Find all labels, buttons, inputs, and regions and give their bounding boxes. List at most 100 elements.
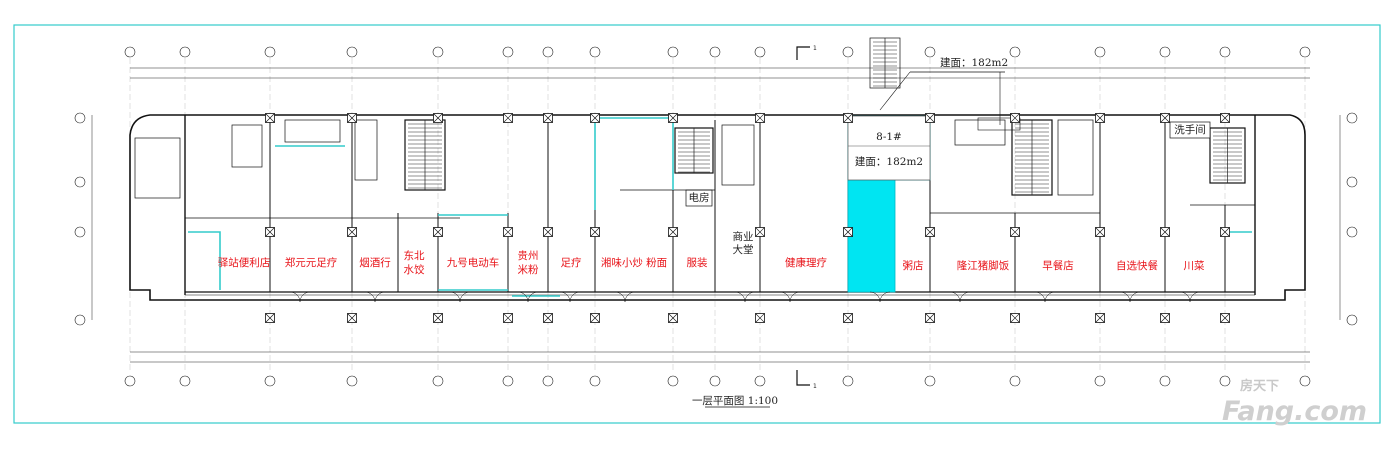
- door: [559, 291, 581, 303]
- shop-label-zhengyuanyuan: 郑元元足疗: [285, 256, 338, 269]
- column: [843, 113, 853, 123]
- column: [668, 113, 678, 123]
- column: [265, 227, 275, 237]
- lobby-label-2: 大堂: [733, 243, 754, 256]
- axis-bubble-left: [74, 314, 86, 326]
- axis-bubble-left: [74, 176, 86, 188]
- axis-bubble-bottom: [346, 375, 358, 387]
- column: [543, 227, 553, 237]
- axis-bubble-left: [74, 112, 86, 124]
- column: [503, 113, 513, 123]
- axis-bubble-bottom: [709, 375, 721, 387]
- axis-bubble-bottom: [502, 375, 514, 387]
- column: [543, 113, 553, 123]
- column: [668, 227, 678, 237]
- column: [503, 313, 513, 323]
- watermark: 房天下 Fang.com: [1222, 372, 1367, 427]
- axis-bubble-top: [502, 46, 514, 58]
- shop-label-guizhou: 贵州: [518, 249, 539, 262]
- axis-bubble-top: [667, 46, 679, 58]
- shop-label-guizhou: 米粉: [518, 263, 539, 276]
- unit-number: 8-1#: [876, 131, 902, 143]
- shop-label-chuancai: 川菜: [1184, 260, 1206, 272]
- axis-bubble-bottom: [754, 375, 766, 387]
- axis-bubble-top: [1009, 46, 1021, 58]
- column: [843, 313, 853, 323]
- shop-label-longjiang: 隆江猪脚饭: [957, 259, 1010, 272]
- column: [1160, 227, 1170, 237]
- column: [755, 313, 765, 323]
- column: [590, 227, 600, 237]
- column: [1220, 113, 1230, 123]
- axis-bubble-right: [1346, 112, 1358, 124]
- storefront-doors: [289, 291, 1201, 303]
- cyan-markings: [188, 117, 1252, 297]
- watermark-en: Fang.com: [1222, 396, 1367, 427]
- shop-label-dongbei: 东北: [404, 249, 425, 262]
- shop-labels: 驿站便利店郑元元足疗烟酒行东北水饺九号电动车贵州米粉足疗湘味小炒 粉面服装健康理…: [218, 249, 1205, 276]
- axis-bubble-top: [124, 46, 136, 58]
- area-callout: 建面：182m2: [879, 56, 1021, 131]
- axis-bubble-bottom: [264, 375, 276, 387]
- axis-bubble-top: [1219, 46, 1231, 58]
- axis-bubble-top: [346, 46, 358, 58]
- axis-bubble-top: [589, 46, 601, 58]
- column: [755, 113, 765, 123]
- axis-bubble-top: [1299, 46, 1311, 58]
- column: [1095, 113, 1105, 123]
- column: [433, 227, 443, 237]
- column: [543, 313, 553, 323]
- axis-bubble-top: [1159, 46, 1171, 58]
- column: [925, 313, 935, 323]
- shop-label-yanjiu: 烟酒行: [359, 256, 391, 269]
- door: [1034, 291, 1056, 303]
- shop-label-jiuhao: 九号电动车: [447, 256, 500, 269]
- axis-bubble-top: [264, 46, 276, 58]
- column: [347, 313, 357, 323]
- shop-label-zuliao: 足疗: [561, 256, 582, 269]
- axis-bubble-bottom: [179, 375, 191, 387]
- door: [869, 291, 891, 303]
- shop-label-zaocan: 早餐店: [1042, 259, 1074, 272]
- section-mark-top: 1: [813, 45, 817, 52]
- column: [843, 227, 853, 237]
- drawing-frame: [13, 24, 1381, 424]
- axis-bubble-top: [1094, 46, 1106, 58]
- column: [503, 227, 513, 237]
- dimension-lines: [91, 67, 1341, 363]
- column: [347, 113, 357, 123]
- axis-bubble-top: [754, 46, 766, 58]
- axis-bubble-bottom: [542, 375, 554, 387]
- section-mark-bottom: 1: [813, 383, 817, 390]
- drawing-title: 一层平面图 1:100: [692, 395, 778, 407]
- column: [925, 113, 935, 123]
- column: [265, 113, 275, 123]
- column: [1160, 113, 1170, 123]
- column: [668, 313, 678, 323]
- axis-bubble-right: [1346, 314, 1358, 326]
- washroom-label: 洗手间: [1174, 123, 1206, 136]
- shop-label-zhoudian: 粥店: [903, 259, 924, 272]
- shop-label-xiangwei: 湘味小炒 粉面: [601, 256, 667, 269]
- column: [1220, 227, 1230, 237]
- axis-bubble-bottom: [1219, 375, 1231, 387]
- door: [1179, 291, 1201, 303]
- door: [364, 291, 386, 303]
- section-marks: [796, 46, 810, 386]
- column: [590, 113, 600, 123]
- building-walls: [129, 114, 1306, 301]
- shop-label-yizhan: 驿站便利店: [218, 256, 271, 269]
- column: [1220, 313, 1230, 323]
- axis-bubble-bottom: [1299, 375, 1311, 387]
- axis-bubble-top: [432, 46, 444, 58]
- door: [949, 291, 971, 303]
- shop-label-jiankang: 健康理疗: [785, 256, 827, 269]
- shop-label-dongbei: 水饺: [404, 263, 425, 276]
- axis-bubble-top: [542, 46, 554, 58]
- axis-bubble-top: [709, 46, 721, 58]
- door: [449, 291, 471, 303]
- shop-label-zixuan: 自选快餐: [1116, 259, 1158, 272]
- axis-bubble-bottom: [1159, 375, 1171, 387]
- unit-area: 建面：182m2: [855, 155, 923, 168]
